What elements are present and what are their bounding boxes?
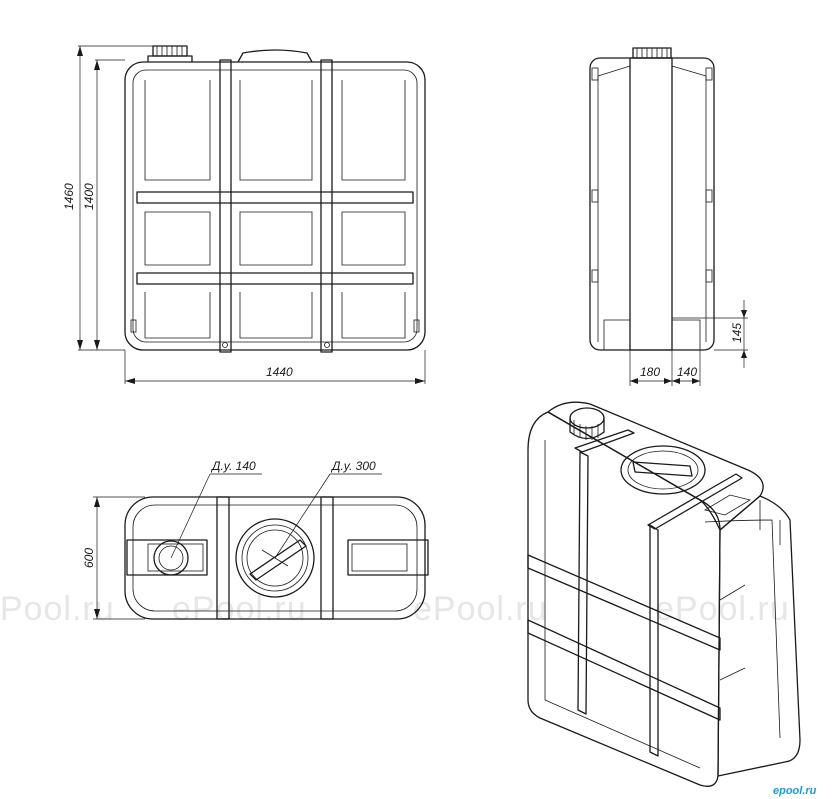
top-view: Д.у. 140 Д.у. 300: [124, 459, 429, 620]
iso-band-upper: [527, 554, 721, 651]
iso-front-face: [527, 411, 721, 787]
front-strap-right: [320, 59, 333, 353]
front-view: [124, 45, 426, 353]
isometric-view: [527, 401, 801, 787]
dim-height-total: 1460: [62, 183, 76, 210]
side-center-strap: [629, 57, 673, 351]
front-dimensions: 1460 1400 1440: [62, 45, 426, 384]
iso-side-face: [717, 495, 801, 777]
iso-large-neck-handle: [632, 461, 693, 477]
top-large-neck: [235, 518, 315, 598]
iso-strap-left: [577, 451, 589, 715]
dim-side-a: 180: [640, 365, 660, 379]
top-dimensions: 600: [82, 496, 145, 620]
watermark-layer: ePool.ru ePool.ru ePool.ru ePool.ru: [0, 590, 790, 628]
dim-height-body: 1400: [82, 183, 96, 210]
top-left-lug: [126, 539, 208, 576]
callout-small-neck: Д.у. 140: [210, 459, 256, 473]
dim-side-b: 140: [677, 365, 697, 379]
iso-small-neck: [569, 407, 605, 429]
top-outer-contour: [124, 496, 426, 620]
side-outer-contour: [589, 57, 715, 351]
front-band-lower: [136, 272, 414, 285]
front-band-upper: [136, 191, 414, 204]
dim-depth: 600: [82, 548, 96, 568]
side-dimensions: 145 180 140: [629, 300, 748, 386]
iso-band-lower: [527, 619, 721, 721]
top-large-neck-handle: [249, 539, 307, 581]
iso-top-face: [547, 401, 764, 531]
front-outer-contour: [124, 61, 426, 351]
front-strap-left: [219, 59, 232, 353]
top-strap-right: [320, 496, 334, 620]
dim-side-base: 145: [730, 323, 744, 343]
brand-logo: epool.ru: [773, 785, 817, 797]
watermark-text: ePool.ru: [655, 590, 790, 628]
iso-strap-right: [649, 524, 659, 757]
watermark-text: ePool.ru: [413, 590, 548, 628]
top-right-lug: [347, 539, 429, 576]
top-strap-left: [216, 496, 230, 620]
front-inner-contour: [132, 69, 418, 343]
top-small-neck: [153, 540, 189, 576]
iso-large-neck: [620, 445, 706, 495]
front-small-neck-base: [147, 55, 193, 62]
side-view: [589, 47, 715, 351]
callout-large-neck: Д.у. 300: [330, 459, 376, 473]
front-large-neck: [237, 49, 313, 63]
dim-width: 1440: [266, 365, 293, 379]
